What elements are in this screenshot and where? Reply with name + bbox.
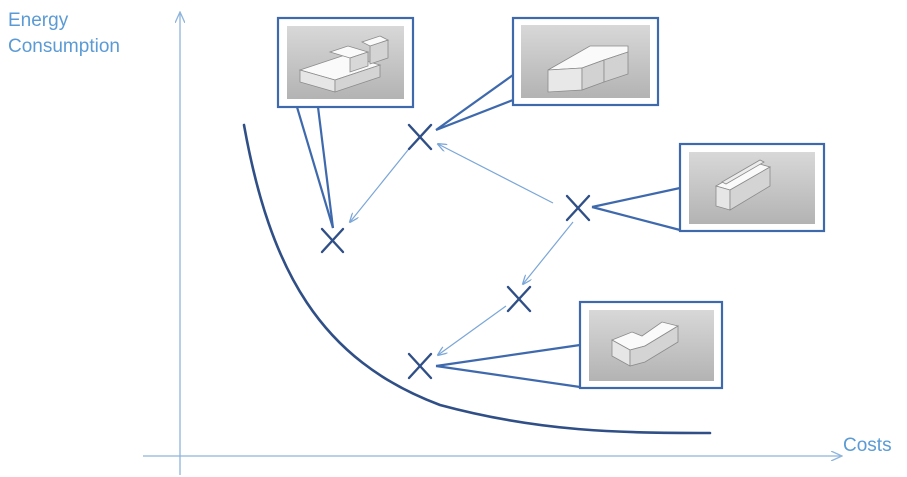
- x-axis-label: Costs: [843, 435, 892, 456]
- search-arrow-b-to-a: [350, 149, 409, 222]
- pareto-front-curve: [242, 123, 712, 435]
- y-axis-label-line1: Energy: [8, 10, 69, 31]
- search-arrow-c-to-b: [438, 144, 554, 204]
- building-long-bar-icon: [714, 159, 772, 211]
- building-l-compact-icon: [611, 321, 680, 367]
- y-axis-label-line2: Consumption: [8, 36, 120, 57]
- design-point-e: [407, 352, 433, 380]
- building-l-tall-icon: [547, 45, 629, 93]
- callout-design-e: [435, 300, 724, 390]
- callout-design-b: [435, 16, 660, 132]
- y-axis-label: Energy Consumption: [8, 8, 120, 60]
- building-l-stepped-icon: [298, 35, 390, 93]
- callout-design-a: [276, 16, 415, 229]
- design-point-a: [320, 227, 345, 254]
- design-point-b: [407, 123, 433, 151]
- search-arrow-d-to-e: [438, 305, 507, 355]
- design-point-d: [506, 285, 532, 313]
- design-point-c: [565, 194, 591, 222]
- search-arrow-c-to-d: [523, 221, 574, 284]
- callout-design-c: [591, 142, 826, 233]
